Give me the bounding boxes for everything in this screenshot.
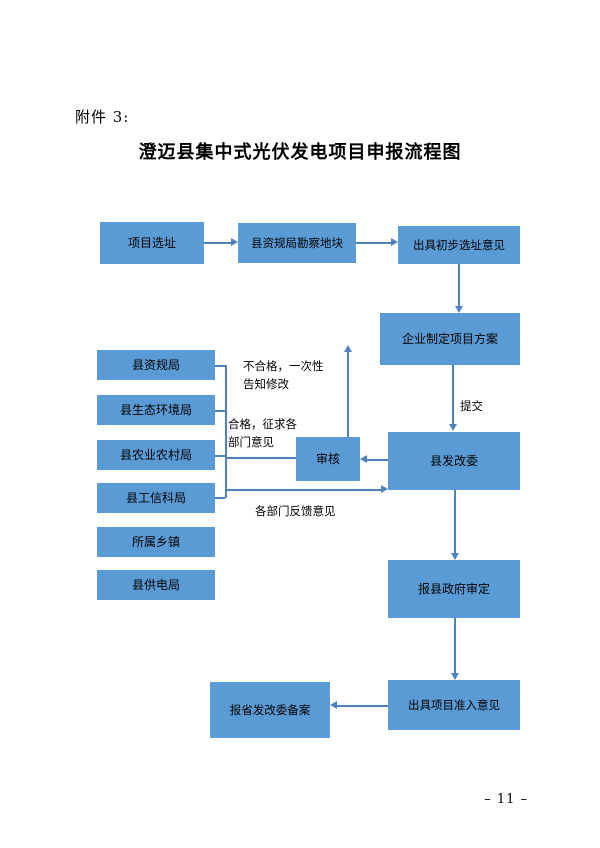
connector-plan-to-drc	[452, 365, 454, 425]
arrowhead-down-icon	[455, 306, 463, 313]
connector-drc-to-gov	[454, 490, 456, 553]
flow-box-preliminary-opinion: 出具初步选址意见	[398, 226, 520, 264]
connector-access-to-filing	[337, 705, 388, 707]
arrowhead-down-icon	[451, 553, 459, 560]
flow-box-dept-industry: 县工信科局	[97, 483, 215, 513]
flow-box-dept-ecology: 县生态环境局	[97, 395, 215, 425]
page-number: – 11 –	[484, 792, 528, 807]
flow-box-access-opinion: 出具项目准入意见	[388, 680, 520, 730]
label-pass-consult: 合格，征求各 部门意见	[228, 417, 297, 449]
connector-stub-dept-industry	[215, 497, 225, 499]
arrowhead-down-icon	[451, 673, 459, 680]
flow-box-gov-approval: 报县政府审定	[388, 560, 520, 618]
connector-stub-dept-resources	[215, 365, 225, 367]
flow-box-enterprise-plan: 企业制定项目方案	[380, 313, 520, 365]
connector-stub-dept-agriculture	[215, 455, 225, 457]
flow-box-dept-agriculture: 县农业农村局	[97, 440, 215, 470]
attachment-label: 附件 3:	[75, 108, 130, 126]
flow-box-survey: 县资规局勘察地块	[238, 223, 356, 263]
connector-review-to-plan	[347, 352, 349, 437]
label-dept-feedback: 各部门反馈意见	[255, 504, 336, 518]
flow-box-provincial-filing: 报省发改委备案	[210, 682, 330, 738]
flow-box-site-selection: 项目选址	[100, 222, 204, 264]
connector-feedback-to-drc	[225, 489, 382, 491]
connector-dept-trunk	[225, 365, 227, 498]
arrowhead-right-icon	[231, 238, 238, 246]
arrowhead-down-icon	[449, 424, 457, 431]
arrowhead-left-icon	[330, 701, 337, 709]
connector-survey-to-prelim	[356, 242, 392, 244]
arrowhead-up-icon	[344, 345, 352, 352]
arrowhead-right-icon	[391, 238, 398, 246]
label-submit: 提交	[460, 399, 483, 413]
flow-box-review: 审核	[296, 437, 360, 481]
connector-review-to-depts	[225, 457, 296, 459]
label-fail-notice: 不合格，一次性 告知修改	[243, 359, 324, 391]
arrowhead-right-icon	[381, 485, 388, 493]
flow-box-county-drc: 县发改委	[388, 432, 520, 490]
flow-box-dept-township: 所属乡镇	[97, 527, 215, 557]
flow-box-dept-resources: 县资规局	[97, 350, 215, 380]
connector-prelim-to-plan	[458, 264, 460, 307]
connector-gov-to-access	[454, 618, 456, 673]
flow-box-dept-power: 县供电局	[97, 570, 215, 600]
connector-drc-to-review	[367, 459, 388, 461]
connector-stub-dept-ecology	[215, 410, 225, 412]
connector-site-to-survey	[204, 242, 232, 244]
arrowhead-left-icon	[360, 455, 367, 463]
page-title: 澄迈县集中式光伏发电项目申报流程图	[138, 142, 462, 163]
